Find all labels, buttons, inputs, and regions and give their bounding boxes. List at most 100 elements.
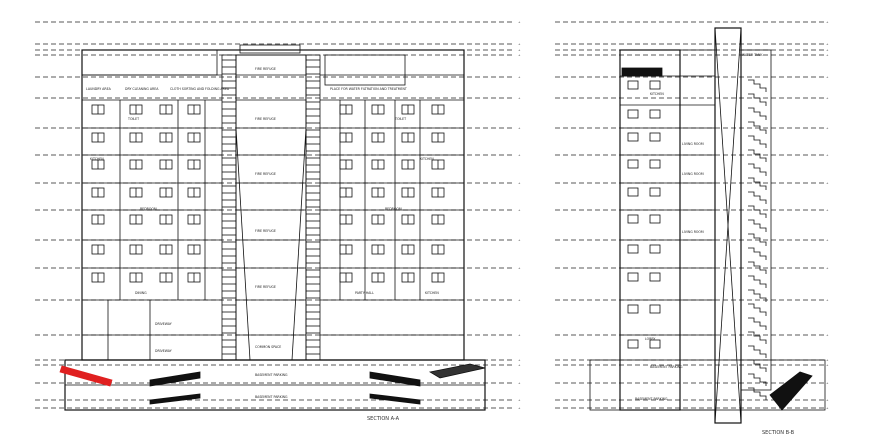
label-kitchen-1: KITCHEN bbox=[90, 157, 104, 161]
bb-stair-flight bbox=[748, 79, 767, 92]
bb-stair-flight bbox=[748, 331, 767, 344]
label-bedroom-2: BEDROOM bbox=[385, 207, 402, 211]
level-mark: + bbox=[826, 333, 829, 337]
level-mark: + bbox=[826, 53, 829, 57]
level-mark: + bbox=[826, 208, 829, 212]
label-living-2: LIVING ROOM bbox=[682, 172, 704, 176]
ramp-exit bbox=[428, 363, 486, 379]
caption-section-aa: SECTION A-A bbox=[367, 416, 400, 422]
bb-stair-flight bbox=[748, 191, 767, 204]
label-common-space: COMMON SPACE bbox=[255, 345, 281, 349]
label-laundry: LAUNDRY AREA bbox=[86, 87, 112, 91]
bb-stair-flight bbox=[748, 247, 767, 260]
bb-stair-flight bbox=[748, 177, 767, 190]
bb-stair-flight bbox=[748, 135, 767, 148]
bb-window bbox=[649, 244, 661, 254]
bb-window bbox=[627, 214, 639, 224]
ramp-left bbox=[149, 371, 201, 387]
core-diagonal bbox=[291, 127, 307, 361]
bb-ramp bbox=[769, 371, 813, 411]
ramp-left-lower bbox=[149, 393, 201, 405]
level-mark: + bbox=[518, 208, 521, 212]
level-mark: + bbox=[826, 298, 829, 302]
bb-window bbox=[649, 132, 661, 142]
level-mark: + bbox=[518, 181, 521, 185]
bb-window bbox=[627, 304, 639, 314]
core-shaft bbox=[235, 54, 307, 361]
level-mark: + bbox=[518, 53, 521, 57]
right-stair-tower bbox=[305, 54, 321, 361]
bb-window bbox=[649, 272, 661, 282]
level-mark: + bbox=[518, 20, 521, 24]
bb-stair-flight bbox=[748, 261, 767, 274]
label-basement-parking-1: BASEMENT PARKING bbox=[255, 373, 288, 377]
level-mark: + bbox=[518, 48, 521, 52]
level-mark: + bbox=[826, 75, 829, 79]
label-driveway-2: DRIVEWAY bbox=[155, 349, 172, 353]
level-mark: + bbox=[826, 153, 829, 157]
label-water-tank: WATER TANK bbox=[742, 53, 763, 57]
section-bb-labels: WATER TANK LIVING ROOM LIVING ROOM LIVIN… bbox=[635, 53, 763, 401]
bb-stair-flight bbox=[748, 93, 767, 106]
bb-stair-flight bbox=[748, 373, 767, 386]
label-toilet-1: TOILET bbox=[127, 117, 139, 121]
bb-stair-flight bbox=[748, 233, 767, 246]
level-mark: + bbox=[518, 358, 521, 362]
bb-window bbox=[627, 159, 639, 169]
bb-stair-flight bbox=[748, 289, 767, 302]
level-mark: + bbox=[826, 398, 829, 402]
level-mark: + bbox=[826, 48, 829, 52]
bb-window bbox=[627, 109, 639, 119]
bb-stair-flight bbox=[748, 149, 767, 162]
bb-stair-flight bbox=[748, 275, 767, 288]
level-mark: + bbox=[518, 238, 521, 242]
section-aa-labels: LAUNDRY AREA DRY CLEANING AREA CLOTH SOR… bbox=[86, 67, 439, 399]
bb-stair-flight bbox=[748, 163, 767, 176]
bb-window bbox=[649, 159, 661, 169]
label-living-3: LIVING ROOM bbox=[682, 230, 704, 234]
bb-stair-flight bbox=[748, 107, 767, 120]
bb-window bbox=[649, 214, 661, 224]
level-mark: + bbox=[826, 363, 829, 367]
bb-stair-flight bbox=[748, 345, 767, 358]
level-mark: + bbox=[826, 266, 829, 270]
stair-core bbox=[740, 49, 772, 391]
bb-stair-flight bbox=[748, 219, 767, 232]
level-mark: + bbox=[518, 398, 521, 402]
bb-window bbox=[627, 272, 639, 282]
level-mark: + bbox=[826, 238, 829, 242]
bb-window bbox=[649, 304, 661, 314]
level-mark: + bbox=[826, 96, 829, 100]
level-mark: + bbox=[826, 126, 829, 130]
lift-diagonal-b bbox=[714, 27, 742, 424]
label-toilet-2: TOILET bbox=[394, 117, 406, 121]
section-bb-building bbox=[619, 49, 681, 411]
label-living-1: LIVING ROOM bbox=[682, 142, 704, 146]
caption-section-bb: SECTION B-B bbox=[762, 430, 795, 436]
label-fire-refuge-5: FIRE REFUGE bbox=[255, 285, 276, 289]
ramp-right-lower bbox=[369, 393, 421, 405]
label-kitchen-3: KITCHEN bbox=[425, 291, 439, 295]
label-basement-parking-2: BASEMENT PARKING bbox=[255, 395, 288, 399]
label-kitchen-bb: KITCHEN bbox=[650, 92, 664, 96]
level-mark: + bbox=[518, 153, 521, 157]
label-cloth-sorting: CLOTH SORTING AND FOLDING AREA bbox=[170, 87, 230, 91]
label-dry-cleaning: DRY CLEANING AREA bbox=[125, 87, 159, 91]
ramp-right bbox=[369, 371, 421, 387]
level-mark: + bbox=[518, 96, 521, 100]
bb-window bbox=[649, 187, 661, 197]
level-mark: + bbox=[826, 381, 829, 385]
label-party-hall: PARTY HALL bbox=[355, 291, 374, 295]
roof-room bbox=[239, 44, 301, 54]
label-fire-refuge-2: FIRE REFUGE bbox=[255, 117, 276, 121]
bb-window bbox=[627, 80, 639, 90]
level-mark: + bbox=[518, 406, 521, 410]
roof-service-block bbox=[81, 49, 218, 76]
bb-window bbox=[627, 339, 639, 349]
left-stair-tower bbox=[221, 54, 237, 361]
bb-window bbox=[627, 244, 639, 254]
section-aa bbox=[59, 44, 486, 411]
level-mark: + bbox=[826, 181, 829, 185]
bb-window bbox=[649, 339, 661, 349]
